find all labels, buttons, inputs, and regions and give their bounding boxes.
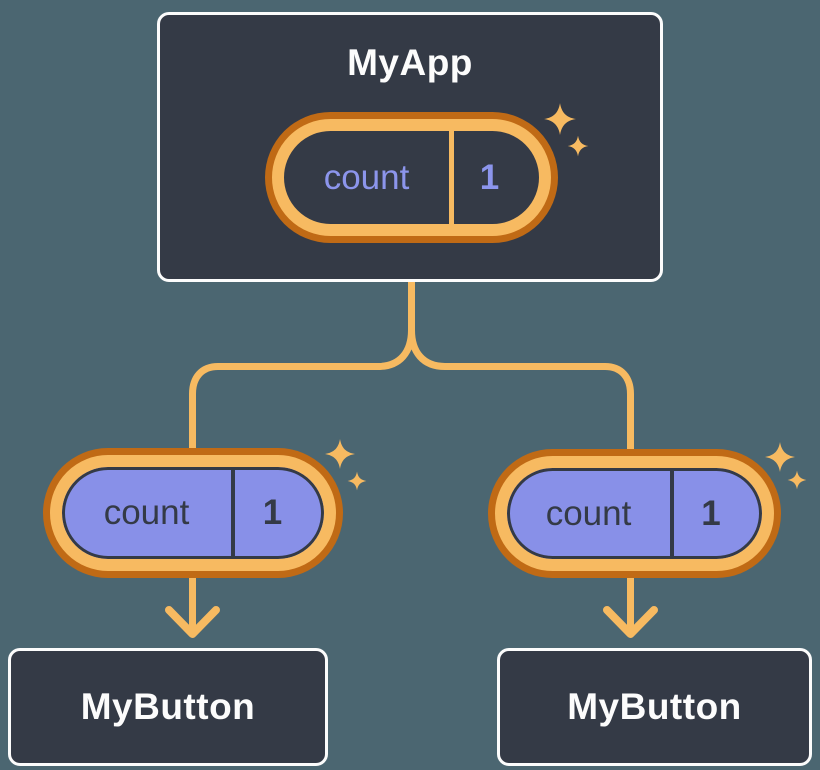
prop-pill-right-mybutton: count 1 xyxy=(495,456,774,571)
sparkle-icon xyxy=(567,135,589,157)
prop-value-cell: 1 xyxy=(235,467,324,559)
prop-name: count xyxy=(545,493,632,533)
state-name: count xyxy=(323,157,410,197)
sparkle-icon xyxy=(347,471,367,491)
state-value: 1 xyxy=(479,157,500,197)
pill-divider xyxy=(231,467,235,559)
pill-divider xyxy=(449,131,454,224)
state-value-cell: 1 xyxy=(454,131,539,224)
arrowhead-icon xyxy=(603,606,658,638)
prop-value: 1 xyxy=(701,493,721,533)
component-node-mybutton-right: MyButton xyxy=(497,648,812,766)
state-pill-myapp: count 1 xyxy=(272,119,551,236)
prop-value-cell: 1 xyxy=(674,468,762,559)
component-title: MyApp xyxy=(347,42,473,83)
wire-parent-to-right-child xyxy=(408,278,634,636)
state-name-cell: count xyxy=(284,131,449,224)
sparkle-icon xyxy=(765,442,795,472)
prop-pill-left-mybutton: count 1 xyxy=(50,455,336,571)
sparkle-icon xyxy=(325,439,355,469)
component-title: MyButton xyxy=(80,686,256,727)
prop-name-cell: count xyxy=(507,468,670,559)
pill-divider xyxy=(670,468,674,559)
arrowhead-icon xyxy=(165,606,220,638)
prop-name-cell: count xyxy=(62,467,231,559)
sparkle-icon xyxy=(544,103,576,135)
prop-name: count xyxy=(103,493,190,532)
component-node-mybutton-left: MyButton xyxy=(8,648,328,766)
sparkle-icon xyxy=(787,470,807,490)
component-title: MyButton xyxy=(567,686,742,727)
prop-value: 1 xyxy=(262,493,283,532)
